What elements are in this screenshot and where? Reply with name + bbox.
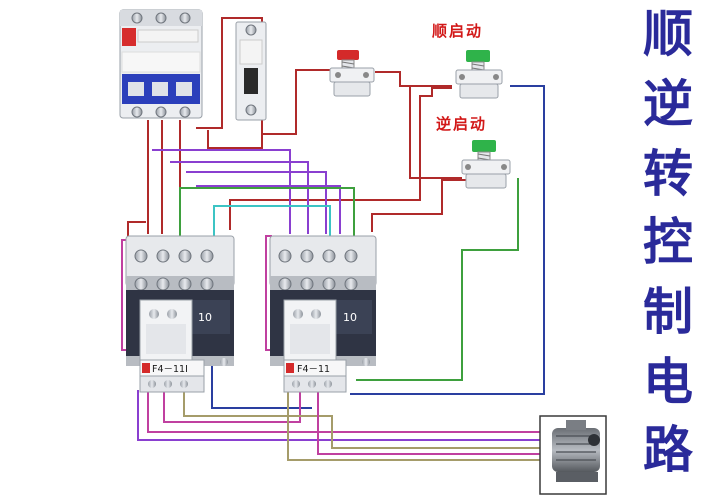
vertical-title: 顺 逆 转 控 制 电 路 [622, 0, 714, 496]
wire-red-fwd-contact [229, 87, 452, 230]
forward-start-label: 顺启动 [432, 22, 484, 40]
title-char: 路 [643, 421, 693, 479]
breaker-terminal-1 [131, 12, 143, 24]
wire-blue-left [211, 360, 312, 409]
wire-tan-2 [287, 392, 552, 461]
wires [121, 17, 552, 461]
wire-magenta-3 [317, 392, 552, 455]
contactor-left-model-label: F4－11I [152, 364, 188, 375]
wire-red-top [261, 69, 332, 135]
title-char: 控 [643, 213, 693, 271]
contactor-right-aux-label: 10 [343, 311, 357, 324]
overload-relay-left: F4－11I [139, 299, 205, 393]
wire-red-stop-fwd [375, 71, 452, 87]
contactor-right-model-label: F4－11 [297, 364, 330, 375]
wire-magenta-1 [147, 392, 544, 433]
wire-tan-1 [183, 392, 548, 449]
wire-magenta-2 [163, 392, 301, 423]
wire-purple-4 [196, 185, 341, 234]
wire-blue-fwd [350, 85, 545, 395]
reverse-start-label: 逆启动 [436, 115, 488, 133]
title-char: 制 [643, 283, 693, 341]
wire-purple-motor [137, 390, 548, 441]
breaker-terminal-2 [155, 12, 167, 24]
three-pole-breaker [119, 9, 203, 119]
single-breaker-handle [244, 68, 258, 94]
wire-purple-2 [170, 161, 309, 234]
wire-red-control [196, 17, 263, 149]
wire-red-rev-contact [371, 179, 466, 232]
reverse-start-button [461, 140, 511, 189]
title-char: 电 [643, 353, 693, 411]
wire-green-rev [356, 178, 519, 381]
motor [539, 415, 607, 495]
forward-start-button [455, 50, 503, 99]
wire-cyan-1 [213, 205, 331, 246]
stop-button [329, 50, 375, 97]
contactor-left-aux-label: 10 [198, 311, 212, 324]
title-char: 顺 [643, 5, 693, 63]
breaker-terminal-3 [179, 12, 191, 24]
wire-purple-3 [186, 171, 327, 234]
overload-relay-right: F4－11 [283, 299, 347, 393]
single-pole-breaker [235, 21, 267, 121]
title-char: 逆 [643, 75, 693, 133]
wire-red-fwd-down [409, 86, 462, 179]
wire-red-xfer [127, 221, 146, 236]
title-char: 转 [643, 145, 693, 203]
